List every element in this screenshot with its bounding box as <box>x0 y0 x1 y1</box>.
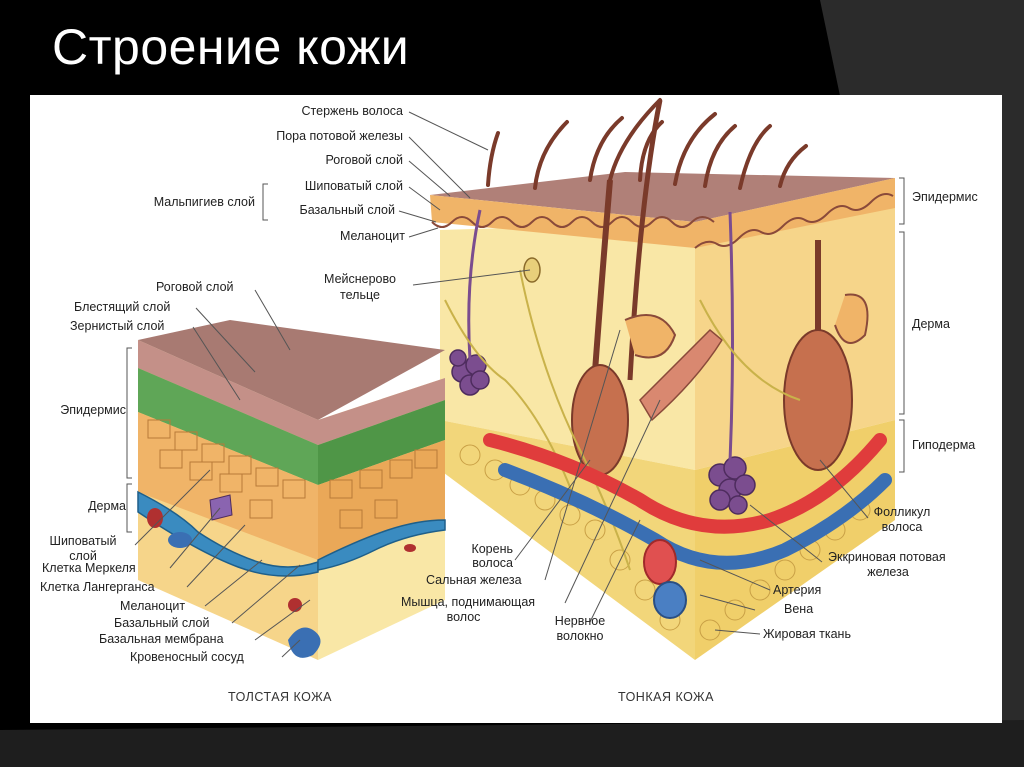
hair-follicle-left <box>571 364 629 476</box>
label-adipose-tissue: Жировая ткань <box>763 627 851 641</box>
label-vein: Вена <box>784 602 814 616</box>
thick-top-surface <box>138 320 445 420</box>
label-blood-vessel: Кровеносный сосуд <box>130 650 244 664</box>
vein-vessel <box>498 463 892 570</box>
label-sebaceous-gland: Сальная железа <box>426 573 522 587</box>
label-arrector-muscle-1: Мышца, поднимающая <box>401 595 536 609</box>
label-arrector-muscle-2: волос <box>446 610 481 624</box>
hair-shafts <box>486 98 808 190</box>
thin-epidermis-right <box>695 178 895 248</box>
hair-follicle-right <box>783 329 853 471</box>
label-meissner-2: тельце <box>340 288 380 302</box>
sweat-glands <box>449 349 756 515</box>
label-thick-epidermis: Эпидермис <box>60 403 126 417</box>
label-hair-follicle-2: волоса <box>881 520 923 534</box>
label-hair-follicle-1: Фолликул <box>873 505 931 519</box>
label-langerhans-cell: Клетка Лангерганса <box>40 580 155 594</box>
leader-lines <box>126 111 905 658</box>
label-sweat-pore: Пора потовой железы <box>276 129 403 143</box>
label-spinous-top: Шиповатый слой <box>304 179 403 193</box>
label-meissner-1: Мейснерово <box>324 272 396 286</box>
label-thick-corneum: Роговой слой <box>156 280 234 294</box>
label-thick-spinous-1: Шиповатый <box>49 534 117 548</box>
thin-skin-block <box>430 98 895 660</box>
slide-title: Строение кожи <box>52 19 410 75</box>
label-thick-basal: Базальный слой <box>114 616 210 630</box>
label-hair-root-2: волоса <box>472 556 513 570</box>
label-thick-melanocyte: Меланоцит <box>120 599 186 613</box>
label-nerve-fiber-2: волокно <box>556 629 604 643</box>
label-hypodermis: Гиподерма <box>912 438 976 452</box>
label-basement-membrane: Базальная мембрана <box>99 632 224 646</box>
thick-green-layer <box>138 368 318 485</box>
label-stratum-corneum-top: Роговой слой <box>325 153 403 167</box>
label-thick-spinous-2: слой <box>69 549 97 563</box>
label-nerve-fiber-1: Нервное <box>554 614 606 628</box>
arrector-muscle <box>639 328 723 422</box>
label-melanocyte-top: Меланоцит <box>339 229 405 243</box>
label-thick-dermis: Дерма <box>88 499 126 513</box>
label-artery: Артерия <box>773 583 822 597</box>
thick-skin-block <box>137 320 446 660</box>
label-eccrine-gland-2: железа <box>867 565 909 579</box>
label-eccrine-gland-1: Эккриновая потовая <box>828 550 946 564</box>
thin-epidermis-front <box>430 195 695 248</box>
thin-fat-front <box>440 420 695 660</box>
label-thin-epidermis: Эпидермис <box>912 190 978 204</box>
label-hair-shaft: Стержень волоса <box>301 104 403 118</box>
label-merkel-cell: Клетка Меркеля <box>42 561 136 575</box>
label-malpighian-layer: Мальпигиев слой <box>153 195 255 209</box>
label-thin-dermis: Дерма <box>912 317 950 331</box>
caption-thick-skin: ТОЛСТАЯ КОЖА <box>228 690 332 704</box>
label-basal-top: Базальный слой <box>299 203 395 217</box>
label-hair-root-1: Корень <box>471 542 513 556</box>
label-granulosum: Зернистый слой <box>70 319 165 333</box>
thin-front-face <box>440 222 695 470</box>
artery-vessel <box>483 433 887 534</box>
label-lucidum: Блестящий слой <box>74 300 171 314</box>
caption-thin-skin: ТОНКАЯ КОЖА <box>618 690 714 704</box>
